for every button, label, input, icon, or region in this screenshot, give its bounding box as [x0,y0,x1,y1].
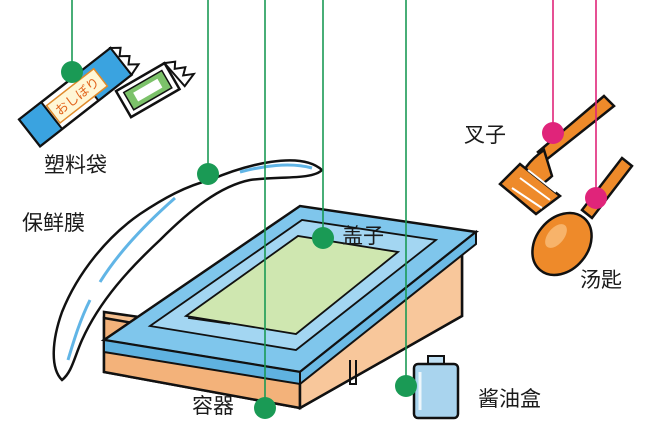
soy-sauce-box-label: 酱油盒 [478,387,541,411]
plastic-bag-label: 塑料袋 [44,153,107,177]
lid-illustration [100,204,480,387]
container-dot [254,397,276,419]
plastic-wrap-illustration [52,159,324,382]
container-label: 容器 [192,394,234,418]
plastic-bag-illustration: おしぼり [17,46,197,148]
fork-dot [542,122,564,144]
soy-sauce-box-illustration [412,355,460,420]
lid-label: 盖子 [342,224,384,248]
spoon-dot [585,187,607,209]
spoon-label: 汤匙 [580,268,622,292]
leader-lines [71,0,597,408]
fork-label: 叉子 [464,123,506,147]
plastic-wrap-label: 保鲜膜 [22,211,85,235]
soy-sauce-box-dot [395,375,417,397]
leader-dots [61,61,607,419]
plastic-wrap-dot [197,163,219,185]
plastic-bag-dot [61,61,83,83]
lid-dot [312,227,334,249]
